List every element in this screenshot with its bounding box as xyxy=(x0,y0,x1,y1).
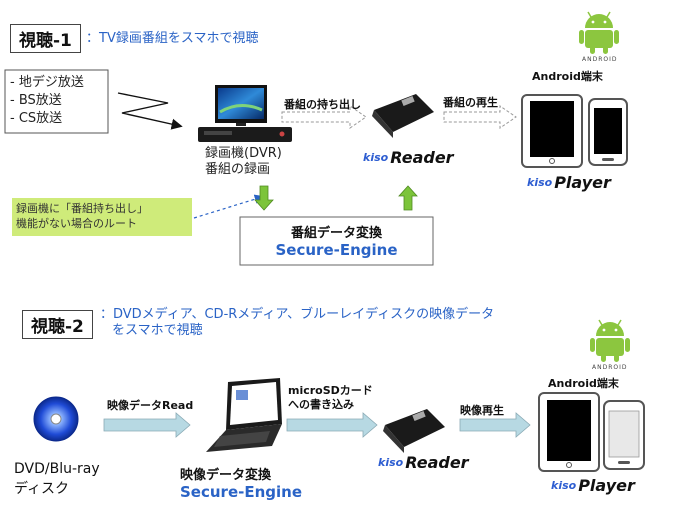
signal-line xyxy=(117,92,183,130)
read-label: 映像データRead xyxy=(107,399,194,412)
android-logo-icon xyxy=(579,11,619,54)
convert-box-text: 番組データ変換 Secure-Engine xyxy=(240,222,433,259)
broadcast-list: - 地デジ放送 - BS放送 - CS放送 xyxy=(10,74,84,128)
section2-title: 視聴-2 xyxy=(22,310,93,339)
playback-2-arrow xyxy=(459,412,531,438)
playback-arrow xyxy=(443,105,517,129)
broadcast-item: - 地デジ放送 xyxy=(10,75,84,90)
broadcast-box xyxy=(4,69,109,134)
android-logo-2-text: ANDROID xyxy=(592,364,628,371)
playback-2-label: 映像再生 xyxy=(460,404,504,417)
write-arrow xyxy=(286,412,378,438)
disc-icon xyxy=(33,396,79,442)
convert-title: 番組データ変換 xyxy=(290,226,382,241)
note-arrow xyxy=(193,194,265,219)
reader-brand-name: Reader xyxy=(390,148,454,167)
dvr-icon xyxy=(198,127,292,142)
green-arrow-up xyxy=(398,185,418,211)
convert-2-text: 映像データ変換 Secure-Engine xyxy=(180,464,302,501)
convert-engine: Secure-Engine xyxy=(275,241,398,259)
note-line: 録画機に「番組持ち出し」 xyxy=(16,202,148,215)
android-terminal-label: Android端末 xyxy=(532,70,603,83)
note-text: 録画機に「番組持ち出し」 機能がない場合のルート xyxy=(16,201,148,231)
reader-2-brand-kiso: kiso xyxy=(378,456,404,469)
write-label: microSDカード への書き込み xyxy=(288,384,373,412)
player-2-brand-kiso: kiso xyxy=(551,479,577,492)
android-logo-text: ANDROID xyxy=(582,56,618,63)
takeout-arrow xyxy=(281,105,367,129)
green-arrow-down xyxy=(254,185,274,211)
tablet-2-icon xyxy=(538,392,600,472)
read-arrow xyxy=(103,412,191,438)
disc-label: DVD/Blu-ray ディスク xyxy=(14,459,100,499)
sd-reader-icon xyxy=(372,94,434,138)
section1-title: 視聴-1 xyxy=(10,24,81,53)
player-2-brand-name: Player xyxy=(578,476,635,495)
sd-reader-2-icon xyxy=(383,409,445,453)
section2-description-line: をスマホで視聴 xyxy=(112,323,203,338)
broadcast-item: - BS放送 xyxy=(10,93,62,108)
android-terminal-2-label: Android端末 xyxy=(548,377,619,390)
player-brand-kiso: kiso xyxy=(527,176,553,189)
section2-description-line: ：DVDメディア、CD-Rメディア、ブルーレイディスクの映像データ xyxy=(100,307,495,322)
note-box xyxy=(12,198,192,236)
convert-2-title: 映像データ変換 xyxy=(180,468,272,483)
recorder-label-line: 番組の録画 xyxy=(205,162,271,177)
takeout-label: 番組の持ち出し xyxy=(284,98,361,111)
section2-description: ：DVDメディア、CD-Rメディア、ブルーレイディスクの映像データ をスマホで視… xyxy=(100,307,494,339)
write-label-line: への書き込み xyxy=(288,398,354,411)
recorder-label-line: 録画機(DVR) xyxy=(205,146,282,161)
tv-icon xyxy=(215,85,267,126)
player-brand-name: Player xyxy=(554,173,611,192)
broadcast-item: - CS放送 xyxy=(10,111,63,126)
convert-box xyxy=(239,216,434,266)
playback-label: 番組の再生 xyxy=(443,96,498,109)
write-label-line: microSDカード xyxy=(288,384,373,397)
laptop-icon xyxy=(206,378,282,452)
phone-icon xyxy=(588,98,628,166)
reader-2-brand-name: Reader xyxy=(405,453,469,472)
android-logo-2-icon xyxy=(590,319,630,362)
recorder-label: 録画機(DVR) 番組の録画 xyxy=(205,146,282,178)
tablet-icon xyxy=(521,94,583,168)
disc-label-line: ディスク xyxy=(14,481,70,497)
reader-brand-kiso: kiso xyxy=(363,151,389,164)
convert-2-engine: Secure-Engine xyxy=(180,483,302,501)
note-line: 機能がない場合のルート xyxy=(16,217,137,230)
disc-label-line: DVD/Blu-ray xyxy=(14,461,100,477)
phone-2-icon xyxy=(603,400,645,470)
section1-description: ：TV録画番組をスマホで視聴 xyxy=(86,31,259,46)
